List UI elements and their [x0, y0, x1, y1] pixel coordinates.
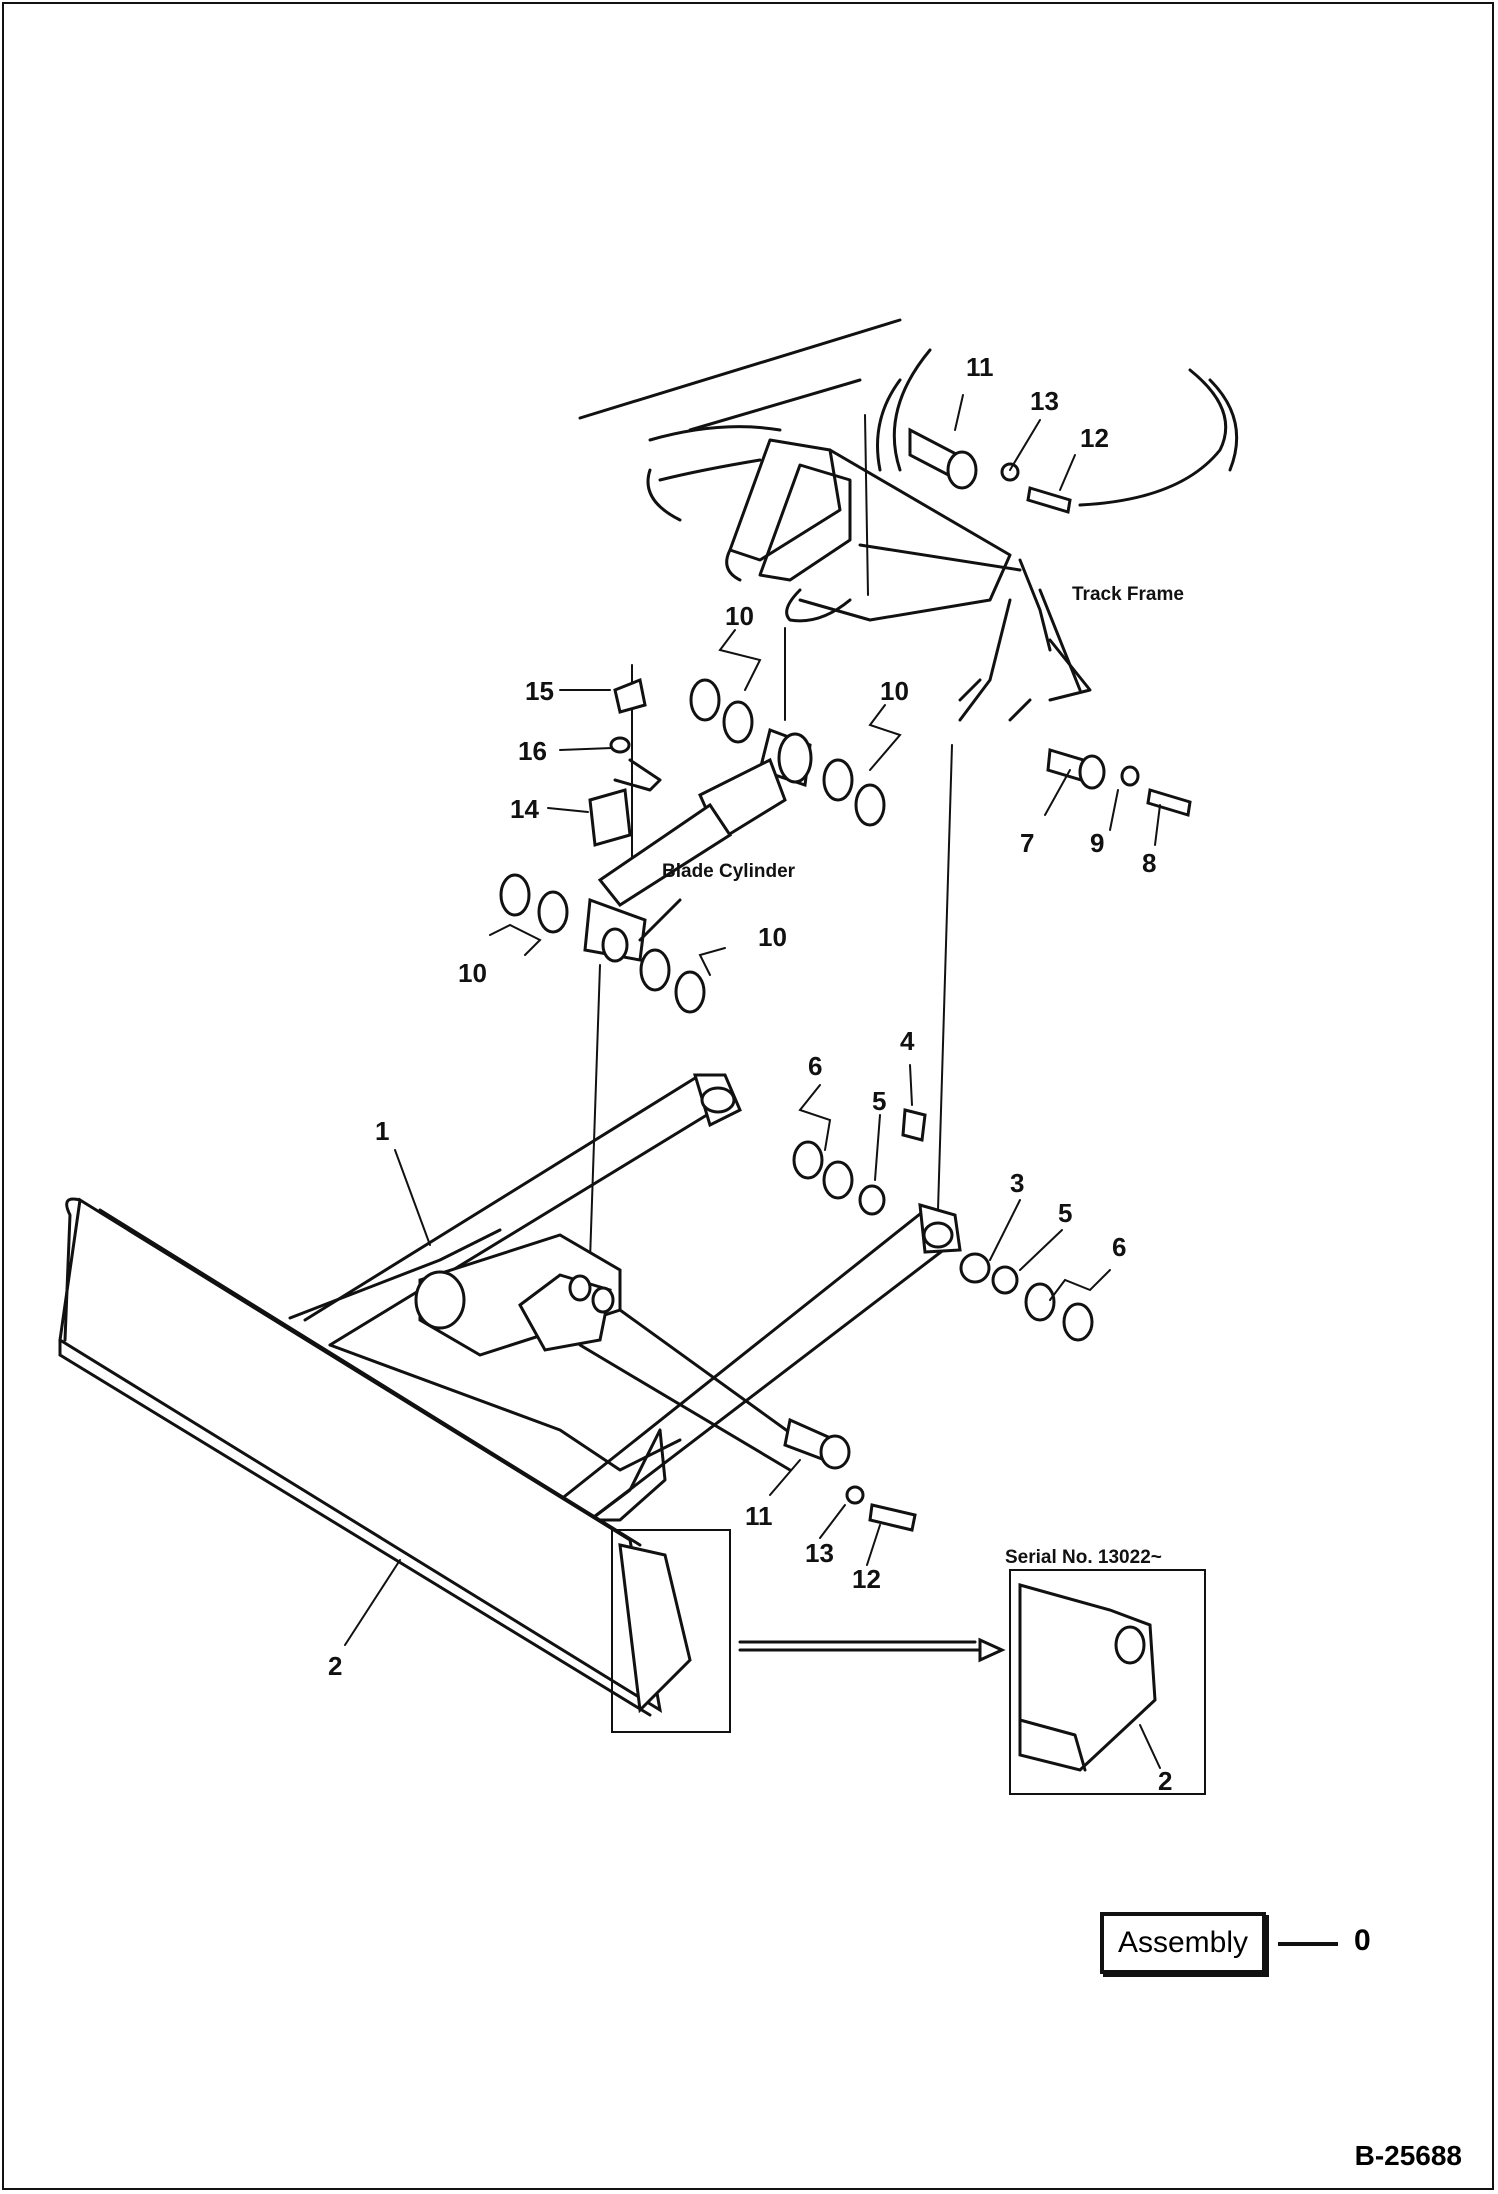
callout-10-c: 10: [458, 958, 487, 988]
callout-6-left: 6: [808, 1051, 822, 1081]
clamp-assembly: [588, 677, 662, 847]
blade-cylinder: [583, 728, 813, 963]
assembly-box: Assembly: [1100, 1912, 1266, 1974]
assembly-connector-line: [1278, 1942, 1338, 1946]
callout-14: 14: [510, 794, 539, 824]
blade-lift-frame: [288, 1073, 962, 1522]
label-serial: Serial No. 13022~: [1005, 1547, 1162, 1568]
pin-11-bottom: [783, 1417, 917, 1532]
callout-10-d: 10: [758, 922, 787, 952]
label-blade-cylinder: Blade Cylinder: [662, 861, 796, 882]
assembly-number: 0: [1354, 1924, 1371, 1957]
callout-11-top: 11: [966, 352, 994, 382]
callout-12-top: 12: [1080, 423, 1109, 453]
callout-15: 15: [525, 676, 554, 706]
callout-2-blade: 2: [328, 1651, 342, 1681]
callout-12-bottom: 12: [852, 1564, 881, 1594]
serial-detail-box: [1009, 1569, 1206, 1795]
callout-5-left: 5: [872, 1086, 886, 1116]
track-frame-outline: [578, 318, 1239, 722]
arrow-head: [978, 1637, 1006, 1663]
callout-13-bottom: 13: [805, 1538, 834, 1568]
detail-region-box: [611, 1529, 731, 1733]
small-parts-right: [792, 1108, 1094, 1342]
assembly-label: Assembly: [1117, 1926, 1249, 1959]
callout-7: 7: [1020, 828, 1034, 858]
pin-11-top: [908, 427, 1072, 514]
leader-lines: [344, 394, 1161, 1769]
callout-2-detail: 2: [1158, 1766, 1172, 1796]
callout-5-right: 5: [1058, 1198, 1072, 1228]
callout-9: 9: [1090, 828, 1104, 858]
callout-10-b: 10: [880, 676, 909, 706]
dozer-blade: [58, 1197, 692, 1717]
callout-1: 1: [375, 1116, 389, 1146]
callout-10-a: 10: [725, 601, 754, 631]
washers-10: [499, 678, 886, 1014]
pin-7: [1046, 748, 1192, 817]
label-track-frame: Track Frame: [1072, 584, 1184, 605]
callout-11-bottom: 11: [745, 1501, 773, 1531]
callout-6-right: 6: [1112, 1232, 1126, 1262]
callout-8: 8: [1142, 848, 1156, 878]
callout-3: 3: [1010, 1168, 1024, 1198]
figure-code: B-25688: [1354, 2140, 1462, 2171]
callout-13-top: 13: [1030, 386, 1059, 416]
callout-16: 16: [518, 736, 547, 766]
callout-4: 4: [900, 1026, 915, 1056]
callout-numbers: 11 13 12 10 10 15 16 14 10 10 7 9 8 6 5 …: [328, 352, 1172, 1796]
